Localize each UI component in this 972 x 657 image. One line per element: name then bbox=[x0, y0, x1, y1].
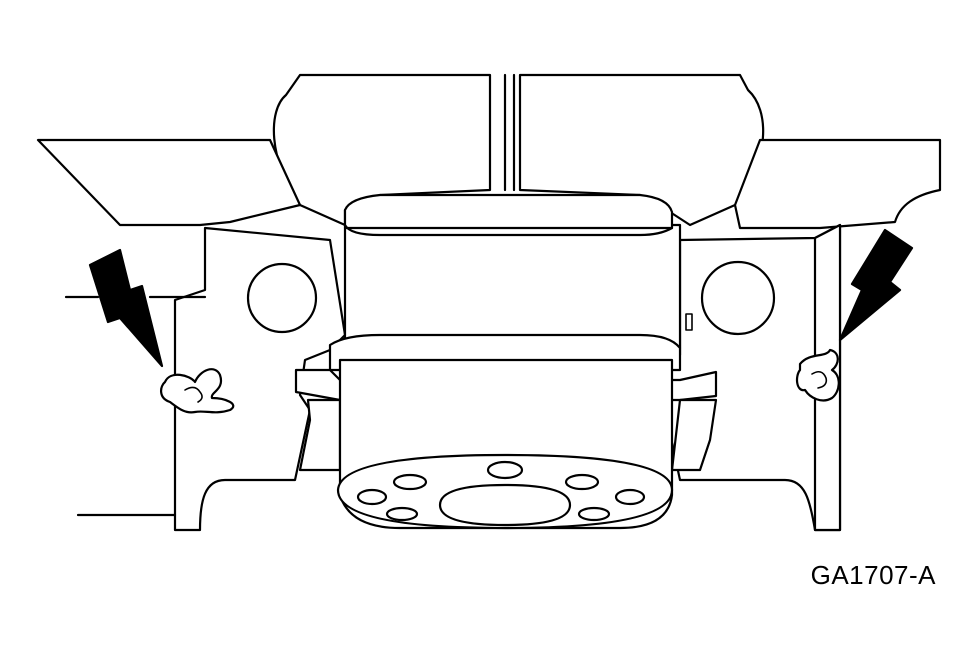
right-cap-body bbox=[663, 223, 842, 532]
left-bolt-hole bbox=[246, 262, 318, 334]
hub-bolt-hole-6 bbox=[385, 506, 419, 522]
hub-bolt-hole-2 bbox=[392, 473, 428, 491]
left-cap-body bbox=[64, 226, 353, 532]
hub-center-bore bbox=[438, 483, 572, 527]
right-bolt-hole bbox=[700, 260, 776, 336]
arrow-left bbox=[88, 248, 164, 368]
pulley-hub bbox=[336, 358, 674, 530]
block-flanges bbox=[36, 138, 942, 230]
left-flange bbox=[36, 138, 302, 227]
arrow-icon bbox=[88, 248, 164, 368]
sealant-bead-icon bbox=[795, 348, 840, 402]
crankshaft-lobes bbox=[272, 73, 765, 227]
right-lower-step bbox=[670, 398, 718, 472]
sealant-bead-left bbox=[160, 368, 235, 414]
hub-bolt-hole-7 bbox=[577, 506, 611, 522]
right-tab-side bbox=[685, 313, 693, 331]
figure-id-label: GA1707-A bbox=[810, 560, 936, 590]
hub-bolt-hole-3 bbox=[564, 473, 600, 491]
sealant-bead-icon bbox=[160, 368, 235, 414]
sealant-bead-right bbox=[795, 348, 840, 402]
hub-bolt-hole-5 bbox=[614, 488, 646, 506]
hub-bolt-hole-4 bbox=[356, 488, 388, 506]
right-flange bbox=[733, 138, 942, 230]
hub-bolt-hole-1 bbox=[486, 460, 524, 480]
arrow-icon bbox=[838, 228, 914, 342]
left-lower-step bbox=[298, 398, 342, 472]
arrow-right bbox=[838, 228, 914, 342]
